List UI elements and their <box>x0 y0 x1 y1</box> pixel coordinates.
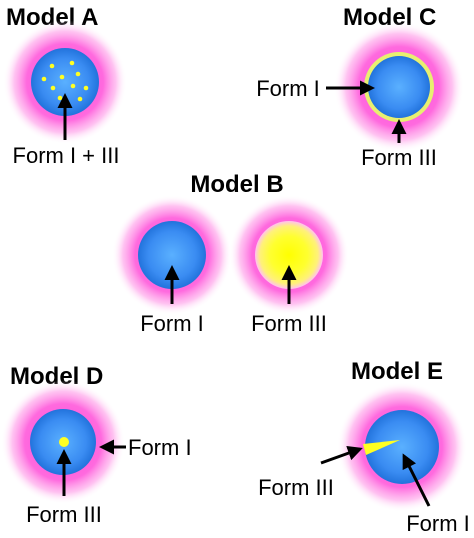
model-e-group: Model E Form III Form I <box>258 358 470 536</box>
model-c-form-iii-label: Form III <box>361 145 437 170</box>
model-a-group: Model A Form I + III <box>3 4 127 168</box>
model-e-form-i-label: Form I <box>406 511 470 536</box>
form-iii-dot <box>75 71 81 77</box>
model-b-right-core <box>255 221 323 289</box>
model-b-group: Model B Form I Form III <box>112 171 349 336</box>
model-e-form-iii-arrow <box>320 445 363 465</box>
model-b-left-core <box>138 221 206 289</box>
form-iii-dot <box>77 96 83 102</box>
form-iii-dot <box>49 63 55 69</box>
model-b-form-iii-label: Form III <box>251 311 327 336</box>
form-iii-dot <box>69 60 75 66</box>
model-b-form-i-label: Form I <box>140 311 204 336</box>
model-a-label: Form I + III <box>13 143 120 168</box>
model-c-group: Model C Form I Form III <box>256 4 464 170</box>
form-iii-dot <box>70 83 76 89</box>
form-iii-dot <box>83 85 89 91</box>
model-e-core <box>365 410 439 484</box>
model-d-group: Model D Form I Form III <box>1 363 192 527</box>
model-d-form-iii-label: Form III <box>26 502 102 527</box>
form-iii-dot <box>41 76 47 82</box>
model-c-core <box>368 56 430 118</box>
form-iii-dot <box>59 74 65 80</box>
model-d-form-i-label: Form I <box>128 435 192 460</box>
model-e-title: Model E <box>351 358 443 385</box>
model-e-form-i-arrow <box>402 453 431 507</box>
model-e-form-iii-wedge <box>363 440 400 455</box>
model-e-form-iii-label: Form III <box>258 475 334 500</box>
model-d-form-iii-center <box>59 437 69 447</box>
model-b-title: Model B <box>190 171 283 198</box>
model-a-form-iii-dots <box>41 60 89 102</box>
form-iii-dot <box>50 85 56 91</box>
model-c-form-i-label: Form I <box>256 76 320 101</box>
form-iii-dot <box>57 95 63 101</box>
